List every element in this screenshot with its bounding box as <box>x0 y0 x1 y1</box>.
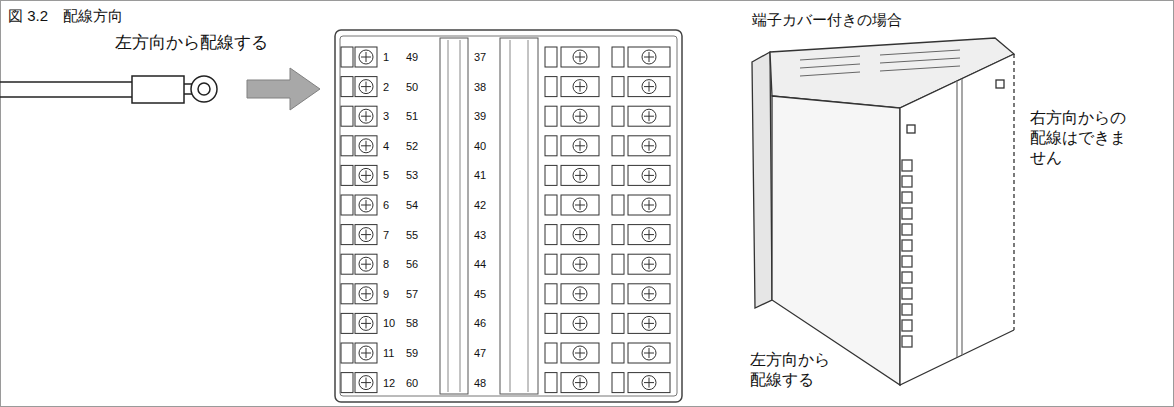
side-terminal <box>902 272 912 283</box>
side-terminal <box>902 320 912 331</box>
side-terminal <box>902 240 912 251</box>
screw-terminal <box>545 165 599 185</box>
terminal-number: 6 <box>383 198 389 212</box>
terminal-number: 38 <box>474 80 486 94</box>
terminal-panel <box>335 30 682 402</box>
terminal-number: 41 <box>474 168 486 182</box>
side-terminal <box>902 288 912 299</box>
screw-terminal <box>545 343 599 363</box>
terminal-number: 47 <box>474 346 486 360</box>
terminal-number: 37 <box>474 50 486 64</box>
screw-terminal <box>341 165 377 185</box>
screw-terminal <box>545 47 599 67</box>
cover-note: 右方向からの配線はできません <box>1030 108 1129 168</box>
side-terminal <box>902 224 912 235</box>
terminal-number: 10 <box>383 316 395 330</box>
screw-terminal <box>545 284 599 304</box>
screw-terminal <box>612 77 670 97</box>
screw-terminal <box>545 106 599 126</box>
terminal-number: 56 <box>406 257 418 271</box>
terminal-number: 42 <box>474 198 486 212</box>
screw-terminal <box>612 343 670 363</box>
terminal-number: 39 <box>474 109 486 123</box>
screw-terminal <box>612 136 670 156</box>
side-terminal <box>902 176 912 187</box>
screw-terminal <box>341 225 377 245</box>
side-terminal <box>902 304 912 315</box>
wiring-note: 左方向から配線する <box>115 32 268 53</box>
terminal-number: 45 <box>474 287 486 301</box>
covered-unit <box>752 38 1014 385</box>
screw-terminal <box>341 313 377 333</box>
terminal-number: 55 <box>406 228 418 242</box>
terminal-number: 40 <box>474 139 486 153</box>
figure-title: 図 3.2 配線方向 <box>8 7 123 26</box>
screw-terminal <box>612 106 670 126</box>
terminal-number: 11 <box>383 346 394 360</box>
terminal-number: 48 <box>474 376 486 390</box>
screw-terminal <box>341 254 377 274</box>
screw-terminal <box>612 313 670 333</box>
screw-terminal <box>341 136 377 156</box>
screw-terminal <box>612 254 670 274</box>
screw-terminal <box>341 195 377 215</box>
terminal-number: 4 <box>383 139 389 153</box>
screw-terminal <box>341 106 377 126</box>
terminal-number: 57 <box>406 287 418 301</box>
side-terminal <box>902 160 912 171</box>
screw-terminal <box>612 195 670 215</box>
side-terminal <box>902 192 912 203</box>
terminal-number: 53 <box>406 168 418 182</box>
terminal-number: 44 <box>474 257 486 271</box>
screw-terminal <box>612 284 670 304</box>
screw-terminal <box>612 225 670 245</box>
side-terminal <box>902 208 912 219</box>
screw-terminal <box>341 77 377 97</box>
screw-terminal <box>545 254 599 274</box>
terminal-number: 7 <box>383 228 389 242</box>
screw-terminal <box>341 47 377 67</box>
terminal-number: 58 <box>406 316 418 330</box>
terminal-number: 5 <box>383 168 389 182</box>
terminal-number: 50 <box>406 80 418 94</box>
screw-terminal <box>545 313 599 333</box>
screw-terminal <box>545 195 599 215</box>
terminal-number: 43 <box>474 228 486 242</box>
terminal-number: 1 <box>383 50 389 64</box>
screw-terminal <box>612 373 670 393</box>
screw-terminal <box>341 373 377 393</box>
terminal-number: 51 <box>406 109 418 123</box>
terminal-number: 46 <box>474 316 486 330</box>
screw-terminal <box>612 47 670 67</box>
screw-terminal <box>341 284 377 304</box>
terminal-number: 8 <box>383 257 389 271</box>
terminal-number: 12 <box>383 376 395 390</box>
terminal-number: 52 <box>406 139 418 153</box>
screw-terminal <box>545 373 599 393</box>
screw-terminal <box>545 136 599 156</box>
screw-terminal <box>545 77 599 97</box>
wiring-note: 左方向から配線する <box>750 350 833 390</box>
screw-terminal <box>341 343 377 363</box>
terminal-number: 3 <box>383 109 389 123</box>
terminal-number: 2 <box>383 80 389 94</box>
screw-terminal <box>545 225 599 245</box>
terminal-number: 9 <box>383 287 389 301</box>
side-terminal <box>902 336 912 347</box>
ring-terminal-cable <box>0 76 217 103</box>
terminal-number: 49 <box>406 50 418 64</box>
direction-arrow <box>247 68 320 110</box>
terminal-number: 54 <box>406 198 418 212</box>
side-terminal <box>902 256 912 267</box>
screw-terminal <box>612 165 670 185</box>
terminal-number: 59 <box>406 346 418 360</box>
cover-heading: 端子カバー付きの場合 <box>752 11 902 30</box>
terminal-number: 60 <box>406 376 418 390</box>
